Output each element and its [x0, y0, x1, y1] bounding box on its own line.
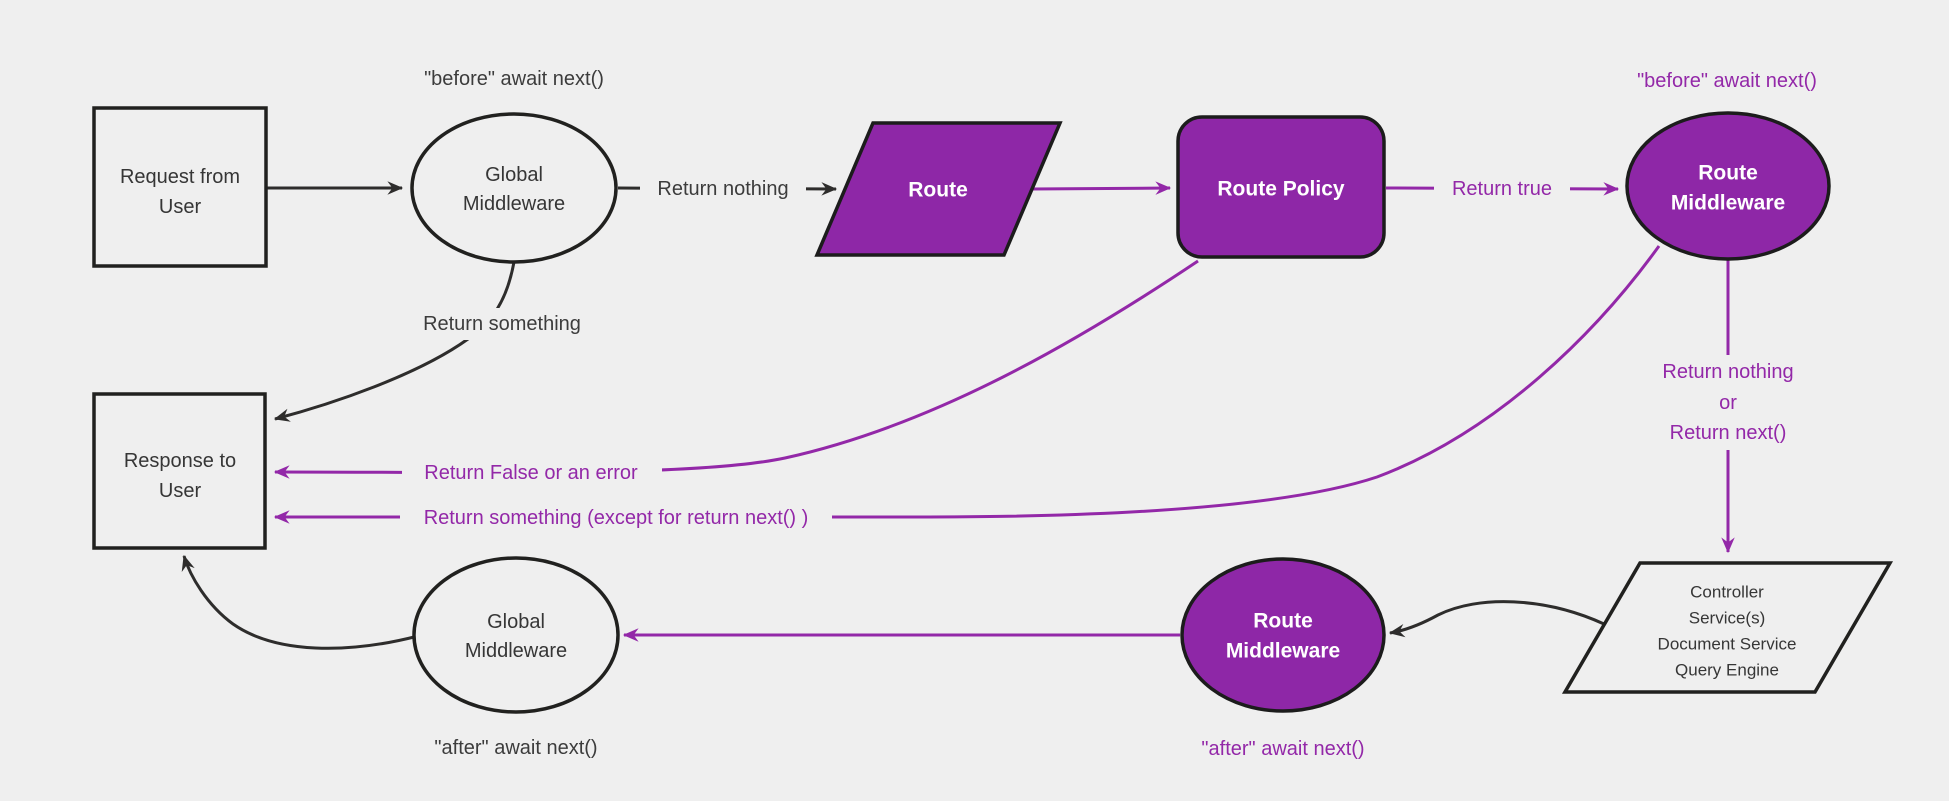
- node-globalmw-top-line1: Global: [485, 164, 543, 186]
- label-return-nothing-stack-2: or: [1719, 392, 1737, 414]
- edge-controller-to-routemw-bottom: [1388, 600, 1605, 638]
- node-routemw-top-line2: Middleware: [1671, 192, 1785, 215]
- node-route-policy-label: Route Policy: [1217, 178, 1345, 201]
- node-controller-services: [1561, 561, 1894, 694]
- edge-route-to-routepolicy: [1031, 181, 1172, 195]
- node-global-middleware-bottom: [412, 556, 620, 714]
- node-globalmw-top-line2: Middleware: [463, 193, 565, 215]
- edge-globalmw-bottom-to-response: [181, 554, 419, 650]
- label-return-nothing-stack-1: Return nothing: [1662, 361, 1793, 383]
- node-controller-line2: Service(s): [1689, 609, 1766, 628]
- label-return-false-or-error: Return False or an error: [424, 462, 638, 484]
- label-mask: [1642, 355, 1814, 450]
- label-return-nothing: Return nothing: [657, 178, 788, 200]
- node-route-middleware-bottom: [1180, 557, 1386, 713]
- node-route-middleware-top: [1625, 111, 1831, 261]
- node-route: [814, 121, 1063, 257]
- node-route-policy: [1176, 115, 1386, 259]
- label-mask: [1434, 172, 1570, 204]
- node-route-label: Route: [908, 179, 968, 202]
- edge-globalmw-return-something-to-response: [273, 261, 516, 422]
- node-routemw-bottom-line2: Middleware: [1226, 640, 1340, 663]
- node-controller-line3: Document Service: [1658, 635, 1797, 654]
- node-response-to-user: [92, 392, 267, 550]
- edge-labels: "before" await next() "before" await nex…: [400, 68, 1817, 760]
- node-response-line2: User: [159, 480, 202, 502]
- node-global-middleware-top: [410, 112, 618, 264]
- label-mask: [410, 308, 596, 340]
- label-return-nothing-stack-3: Return next(): [1670, 422, 1787, 444]
- node-request-line2: User: [159, 196, 202, 218]
- node-controller-line1: Controller: [1690, 583, 1764, 602]
- label-mask: [402, 456, 662, 488]
- edges: [181, 181, 1735, 650]
- label-before-await-purple: "before" await next(): [1637, 70, 1817, 92]
- edge-routemw-return-something-to-response: [273, 245, 1661, 524]
- label-after-await-black: "after" await next(): [434, 737, 597, 759]
- node-request-from-user: [92, 106, 268, 268]
- node-routemw-top-line1: Route: [1698, 162, 1758, 185]
- label-before-await-black: "before" await next(): [424, 68, 604, 90]
- label-return-something-except: Return something (except for return next…: [424, 507, 809, 529]
- node-globalmw-bottom-line1: Global: [487, 611, 545, 633]
- edge-routepolicy-return-false-to-response: [273, 259, 1199, 479]
- label-return-true: Return true: [1452, 178, 1552, 200]
- label-mask: [400, 501, 832, 533]
- node-globalmw-bottom-line2: Middleware: [465, 640, 567, 662]
- node-response-line1: Response to: [124, 450, 236, 472]
- label-after-await-purple: "after" await next(): [1201, 738, 1364, 760]
- label-mask: [640, 172, 806, 204]
- node-routemw-bottom-line1: Route: [1253, 610, 1313, 633]
- nodes: Request from User Global Middleware Rout…: [92, 106, 1894, 714]
- label-return-something: Return something: [423, 313, 581, 335]
- node-controller-line4: Query Engine: [1675, 661, 1779, 680]
- node-request-line1: Request from: [120, 166, 240, 188]
